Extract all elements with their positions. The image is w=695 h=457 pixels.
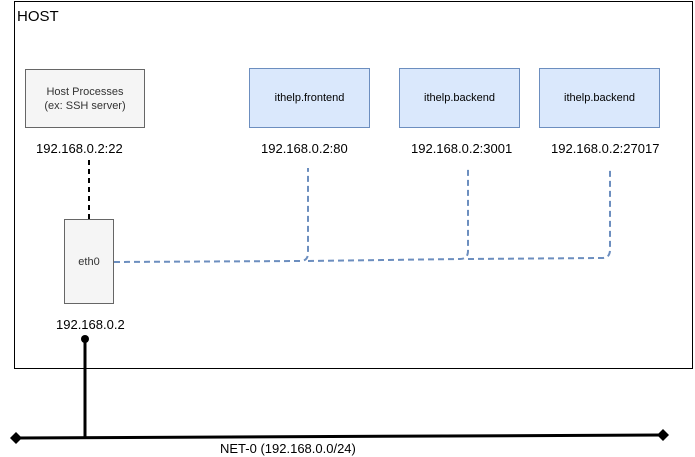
eth0-interface-box[interactable]: eth0 xyxy=(64,219,114,304)
container-name-backend: ithelp.backend xyxy=(424,92,495,104)
host-frame xyxy=(14,1,693,369)
container-address-database: 192.168.0.2:27017 xyxy=(551,141,660,156)
bridge-line-main xyxy=(113,168,309,263)
network-bus-right-end xyxy=(657,429,669,441)
container-name-database: ithelp.backend xyxy=(564,92,635,104)
eth0-uplink-dot xyxy=(81,335,89,343)
host-processes-line2: (ex: SSH server) xyxy=(44,99,126,112)
bridge-line-backend xyxy=(307,168,469,262)
host-processes-address: 192.168.0.2:22 xyxy=(36,141,123,156)
container-address-frontend: 192.168.0.2:80 xyxy=(261,141,348,156)
container-address-backend: 192.168.0.2:3001 xyxy=(411,141,513,156)
host-processes-box[interactable]: Host Processes (ex: SSH server) xyxy=(25,69,145,128)
bridge-line-db xyxy=(467,168,611,260)
eth0-interface-label: eth0 xyxy=(78,255,100,268)
container-box-frontend[interactable]: ithelp.frontend xyxy=(249,68,370,128)
network-bus-left-end xyxy=(10,432,22,444)
host-processes-line1: Host Processes xyxy=(46,85,124,98)
network-bus-line xyxy=(15,433,664,440)
eth0-interface-address: 192.168.0.2 xyxy=(56,317,125,332)
network-label: NET-0 (192.168.0.0/24) xyxy=(220,441,356,456)
container-box-database[interactable]: ithelp.backend xyxy=(539,68,660,128)
container-name-frontend: ithelp.frontend xyxy=(274,92,345,104)
container-box-backend[interactable]: ithelp.backend xyxy=(399,68,520,128)
host-title: HOST xyxy=(17,8,59,25)
